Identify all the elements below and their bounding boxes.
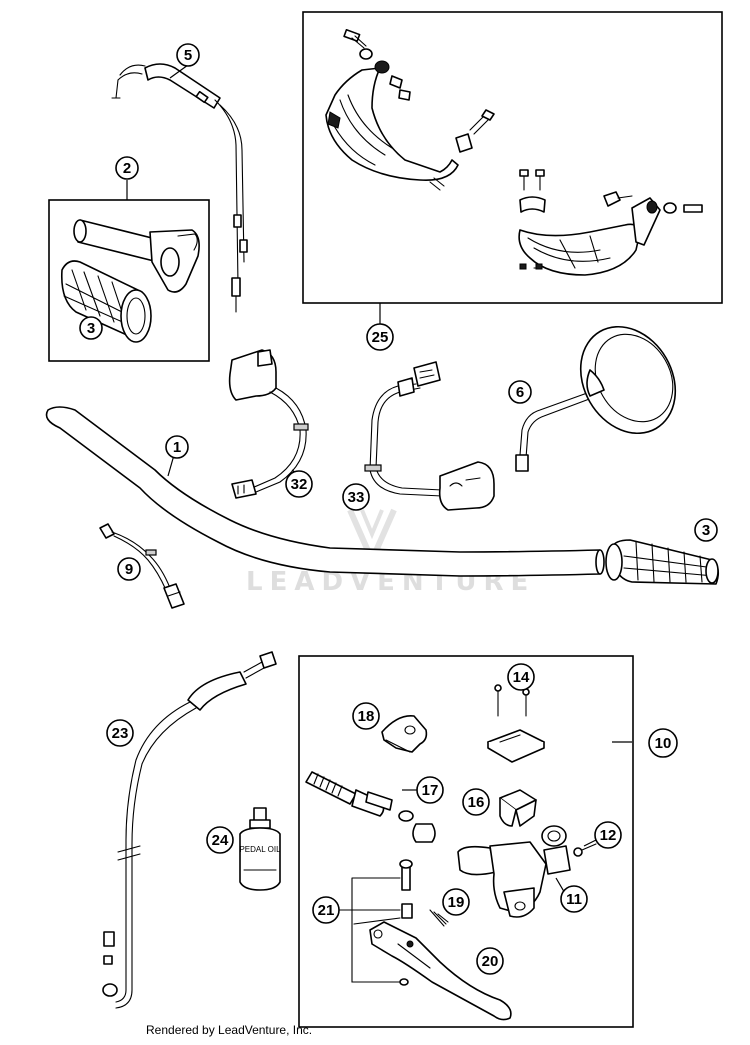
callout-17: 17 [416,776,444,804]
handguard-group-box [302,11,723,304]
grip-left [60,260,152,343]
throttle-cables [111,63,248,313]
switch-32 [228,349,309,499]
callout-19: 19 [442,888,470,916]
callout-2: 2 [115,156,139,180]
svg-text:21: 21 [318,902,335,919]
reservoir-cap-16 [499,789,537,827]
footer-credit: Rendered by LeadVenture, Inc. [146,1023,313,1037]
svg-text:32: 32 [291,476,308,493]
svg-text:17: 17 [422,782,439,799]
master-cylinder-body [457,825,597,918]
callout-14: 14 [507,663,535,691]
sensor-cable-9 [99,523,185,609]
throttle-tube [73,219,200,293]
callout-25: 25 [366,323,394,351]
callout-18: 18 [352,702,380,730]
svg-text:9: 9 [125,561,133,578]
svg-text:3: 3 [702,522,710,539]
callout-21: 21 [312,896,340,924]
handlebar [45,406,605,577]
svg-text:3: 3 [87,320,95,337]
handguard-right [518,169,703,276]
callout-3-left: 3 [79,316,103,340]
reservoir-cover [487,684,545,763]
callout-1: 1 [165,435,189,459]
svg-text:10: 10 [655,735,672,752]
callout-3-right: 3 [694,518,718,542]
callout-6: 6 [508,380,532,404]
svg-text:11: 11 [566,891,582,908]
callout-24: 24 [206,826,234,854]
mirror [515,325,677,472]
svg-text:18: 18 [358,708,375,725]
clutch-group-box [298,655,634,1028]
svg-text:16: 16 [468,794,485,811]
callout-11: 11 [560,885,588,913]
clamp-18 [381,715,428,753]
svg-text:19: 19 [448,894,465,911]
svg-text:1: 1 [173,439,181,456]
bottle-label: PEDAL OIL [239,845,281,854]
svg-text:14: 14 [513,669,530,686]
pedal-oil-bottle: PEDAL OIL [239,807,281,891]
piston-kit [305,771,436,843]
svg-text:6: 6 [516,384,524,401]
callout-16: 16 [462,788,490,816]
svg-text:23: 23 [112,725,129,742]
callout-10: 10 [648,728,678,758]
lever-20 [337,859,512,1021]
callout-5: 5 [176,43,200,67]
handguard-left [325,28,495,191]
leader-lines [126,64,632,896]
grip-right [605,539,720,585]
callout-33: 33 [342,483,370,511]
callout-12: 12 [594,821,622,849]
svg-text:2: 2 [123,160,131,177]
callout-9: 9 [117,557,141,581]
callout-23: 23 [106,719,134,747]
svg-text:5: 5 [184,47,192,64]
callout-32: 32 [285,470,313,498]
svg-text:33: 33 [348,489,365,506]
clutch-hose [102,651,277,1009]
svg-text:12: 12 [600,827,617,844]
svg-text:20: 20 [482,953,499,970]
throttle-group-box [48,199,210,362]
callout-20: 20 [476,947,504,975]
svg-text:25: 25 [372,329,389,346]
svg-text:24: 24 [212,832,229,849]
switch-33 [364,361,495,511]
